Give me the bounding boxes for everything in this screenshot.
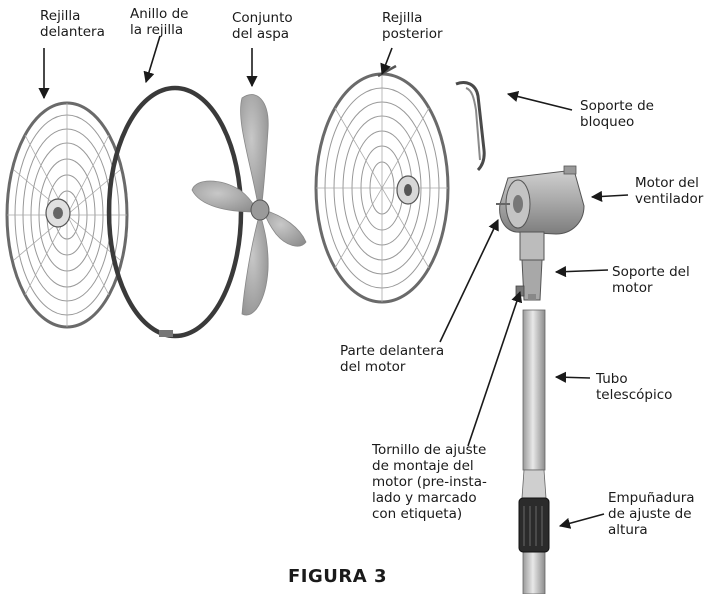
arrow-rear-grille xyxy=(380,47,393,76)
fan-motor xyxy=(496,165,585,235)
label-telescopic-tube: Tubo telescópico xyxy=(596,371,673,403)
arrow-motor-front xyxy=(439,218,499,343)
label-fan-motor: Motor del ventilador xyxy=(635,175,704,207)
label-blade-assembly: Conjunto del aspa xyxy=(232,10,293,42)
label-motor-bracket: Soporte del motor xyxy=(612,264,690,296)
label-locking-bracket: Soporte de bloqueo xyxy=(580,98,654,130)
arrow-motor-bracket xyxy=(554,266,609,278)
grille-ring xyxy=(106,85,244,339)
leader-arrows xyxy=(38,35,629,529)
arrow-height-grip xyxy=(558,513,605,529)
arrow-fan-motor xyxy=(590,190,629,203)
motor-bracket xyxy=(515,231,545,301)
arrow-telescopic-tube xyxy=(554,371,591,383)
label-rear-grille: Rejilla posterior xyxy=(382,10,443,42)
arrow-grille-ring xyxy=(143,35,161,84)
label-height-grip: Empuñadura de ajuste de altura xyxy=(608,490,695,538)
height-adjust-grip xyxy=(518,469,550,553)
label-grille-ring: Anillo de la rejilla xyxy=(130,6,189,38)
label-motor-front: Parte delantera del motor xyxy=(340,343,445,375)
arrow-locking-bracket xyxy=(506,91,573,111)
rear-grille xyxy=(314,64,450,304)
blade-assembly xyxy=(191,94,307,316)
label-adjust-screw: Tornillo de ajuste de montaje del motor … xyxy=(372,442,487,522)
locking-bracket xyxy=(455,81,486,172)
label-front-grille: Rejilla delantera xyxy=(40,8,105,40)
figure-caption: FIGURA 3 xyxy=(288,566,387,587)
arrow-adjust-screw xyxy=(467,290,523,447)
